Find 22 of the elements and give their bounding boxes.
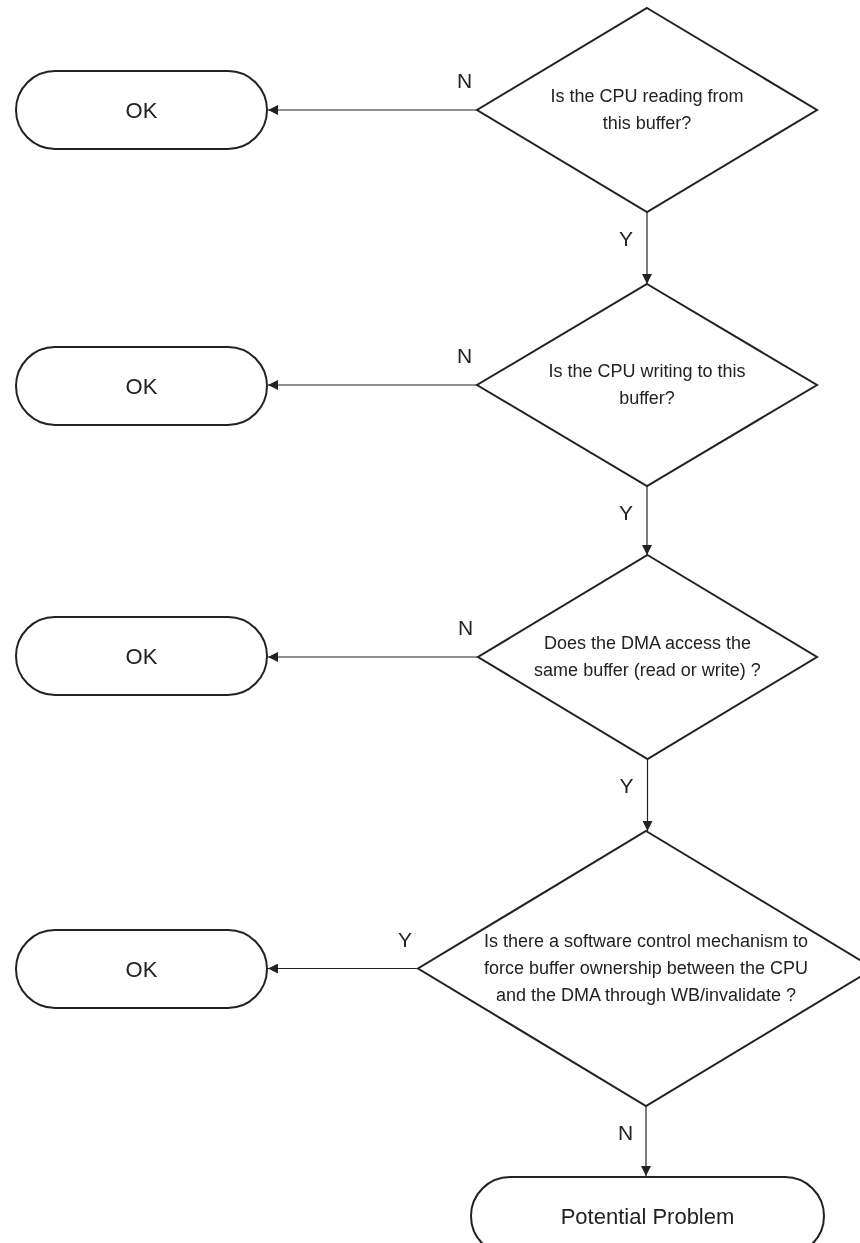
arrow [267, 652, 479, 662]
decision-diamond [477, 8, 817, 212]
arrow [641, 1105, 651, 1177]
arrow [267, 963, 419, 974]
decision-text: Is the CPU reading from this buffer? [549, 85, 745, 135]
terminal-text: OK [125, 372, 158, 401]
decision-text: Is the CPU writing to this buffer? [547, 360, 747, 410]
terminal-text: OK [125, 955, 158, 984]
arrow [642, 485, 652, 556]
arrow [642, 211, 652, 285]
arrow [267, 380, 478, 390]
terminal-box [470, 1176, 825, 1243]
terminal-text: Potential Problem [560, 1202, 735, 1231]
arrow [642, 758, 653, 832]
decision-text: Is there a software control mechanism to force buffer ownership between the CPU and the DMA through WB/invalidate ? [482, 930, 810, 1007]
decision-diamond [418, 831, 860, 1106]
decision-diamond [477, 284, 817, 486]
arrow [267, 105, 478, 115]
terminal-text: OK [125, 642, 158, 671]
terminal-text: OK [125, 96, 158, 125]
decision-diamond [478, 555, 817, 759]
decision-text: Does the DMA access the same buffer (read or write) ? [533, 632, 762, 682]
